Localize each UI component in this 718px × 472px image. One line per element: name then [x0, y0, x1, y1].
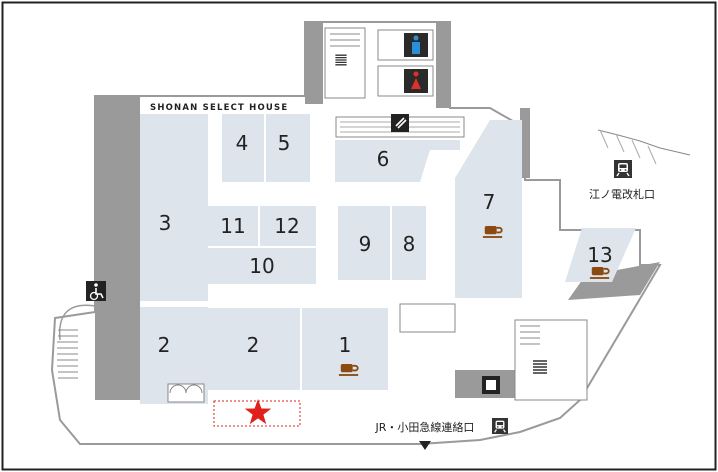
- star-icon: [244, 399, 272, 425]
- west-stairs: [57, 329, 78, 379]
- coffee-cup-icon-13: [589, 266, 611, 280]
- east-elevator-icon: [482, 376, 500, 394]
- shop-label-1: 1: [339, 333, 352, 357]
- shop-10[interactable]: [208, 248, 316, 284]
- shop-2-west[interactable]: [140, 304, 208, 396]
- enoden-tracks: [597, 129, 691, 156]
- wheelchair-icon: [86, 281, 106, 301]
- east-wall: [520, 108, 530, 178]
- shop-label-2: 2: [247, 333, 260, 357]
- north-wall-left: [305, 22, 323, 104]
- shop-label-4: 4: [236, 131, 249, 155]
- east-wall-13: [568, 262, 660, 300]
- shop-9[interactable]: [338, 206, 390, 280]
- entrance-doors: [167, 383, 205, 403]
- coffee-cup-icon-1: [338, 363, 360, 377]
- brand-label: SHONAN SELECT HOUSE: [150, 103, 288, 113]
- current-location-box: [213, 400, 301, 427]
- shop-12[interactable]: [260, 206, 316, 246]
- shop-7[interactable]: [455, 120, 522, 298]
- shop-label-12: 12: [274, 214, 299, 238]
- male-toilet-icon: [404, 33, 428, 57]
- passage-box: [399, 303, 456, 333]
- shop-8[interactable]: [392, 206, 426, 280]
- shop-label-13: 13: [587, 243, 612, 267]
- down-arrow-icon: [419, 441, 431, 450]
- shop-5[interactable]: [266, 114, 310, 182]
- shop-label-2-west: 2: [158, 333, 171, 357]
- shop-4[interactable]: [222, 114, 264, 182]
- north-wall-right: [436, 22, 450, 108]
- shop-2[interactable]: [208, 308, 300, 390]
- shop-13[interactable]: [565, 228, 636, 282]
- building-curve: [58, 304, 97, 341]
- shop-6[interactable]: [335, 140, 460, 182]
- coffee-cup-icon-7: [482, 225, 504, 239]
- escalator-icon: [333, 52, 349, 68]
- shop-label-5: 5: [278, 131, 291, 155]
- shop-label-11: 11: [220, 214, 245, 238]
- enoden-train-icon: [614, 160, 632, 178]
- female-toilet-icon: [404, 69, 428, 93]
- east-escalator-icon: [530, 357, 550, 377]
- shop-1[interactable]: [302, 308, 388, 390]
- west-wall: [95, 96, 140, 304]
- west-wall-lower: [95, 304, 140, 400]
- shop-label-10: 10: [249, 254, 274, 278]
- shop-label-7: 7: [483, 190, 496, 214]
- enoden-gate-label: 江ノ電改札口: [589, 187, 655, 201]
- jr-odakyu-gate-label: JR・小田急線連絡口: [375, 420, 475, 434]
- jr-train-icon: [492, 418, 508, 434]
- shop-label-9: 9: [359, 232, 372, 256]
- shop-label-6: 6: [377, 147, 390, 171]
- shop-label-3: 3: [159, 211, 172, 235]
- elevator-icon: [391, 114, 409, 132]
- shop-label-8: 8: [403, 232, 416, 256]
- east-stairs: [514, 319, 588, 401]
- shop-11[interactable]: [208, 206, 258, 246]
